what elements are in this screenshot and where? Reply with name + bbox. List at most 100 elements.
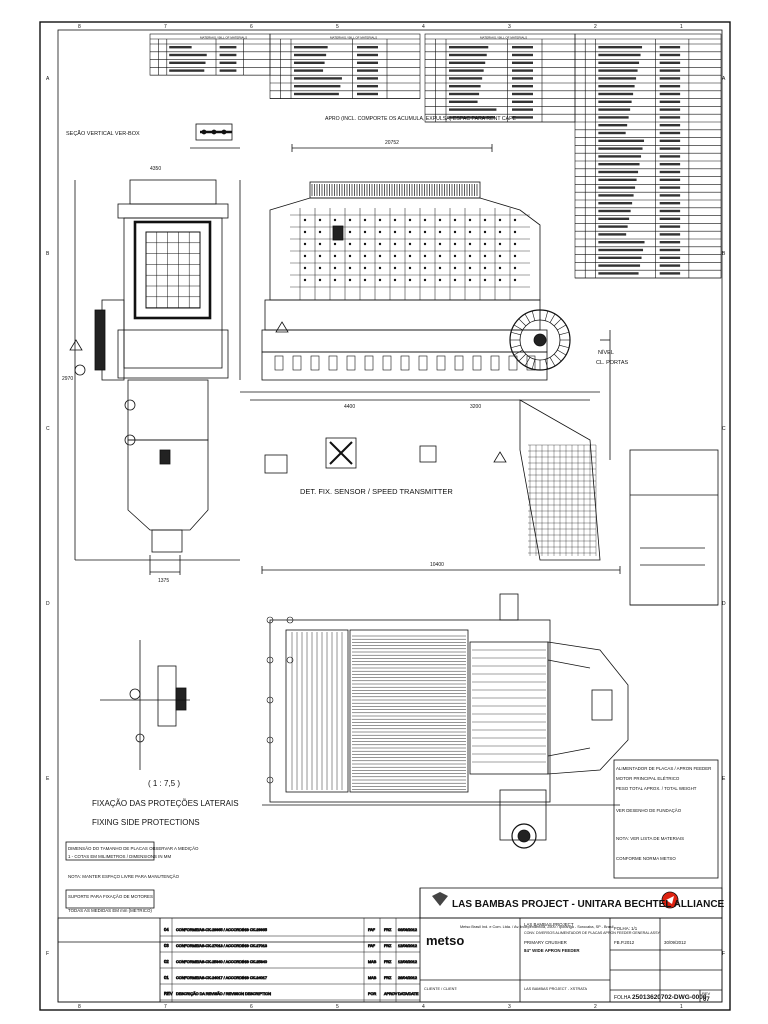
zone-bottom-1: 1	[680, 1004, 683, 1010]
dim-plan: 10400	[430, 562, 444, 568]
zone-right-D: D	[722, 601, 726, 607]
front-section-view	[69, 179, 241, 575]
zone-top-2: 2	[594, 24, 597, 30]
dim-h2: 3200	[470, 404, 481, 410]
rev-desc-1: CONFORME/AS-CK-27013 / ACCORDING CK-2701…	[176, 944, 267, 948]
zone-left-D: D	[46, 601, 50, 607]
dim-bottom: 1375	[158, 578, 169, 584]
rev-by-4: POR	[368, 992, 376, 996]
outer-border	[39, 21, 731, 1011]
bom-title-3: MATERIAIS / BILL OF MATERIALS	[480, 36, 527, 40]
rev-by-0: FAF	[368, 928, 376, 932]
drawing-number: 25013620702-DWG-0000	[632, 994, 707, 1001]
zone-left-A: A	[46, 76, 50, 82]
rev-chk-0: FRZ	[384, 928, 392, 932]
rev-chk-2: FRZ	[384, 960, 392, 964]
rev-desc-4: DESCRIÇÃO DA REVISÃO / REVISION DESCRIPT…	[176, 991, 271, 996]
zone-top-1: 1	[680, 24, 683, 30]
rev-by-3: MAB	[368, 976, 377, 980]
note-right-3: VER DESENHO DE FUNDAÇÃO	[616, 808, 682, 813]
rev-desc-0: CONFORME/AS-CK-29965 / ACCORDING CK-2996…	[176, 928, 267, 932]
bom-title-2: MATERIAIS / BILL OF MATERIALS	[330, 36, 377, 40]
note-right-2: PESO TOTAL APROX. / TOTAL WEIGHT	[616, 786, 697, 791]
note-right-4: NOTA: VER LISTA DE MATERIAIS	[616, 836, 684, 841]
sheet-label: FOLHA	[614, 995, 631, 1001]
zone-left-E: E	[46, 776, 50, 782]
zone-left-C: C	[46, 426, 50, 432]
dim-left: 2970	[62, 376, 73, 382]
zone-bottom-3: 3	[508, 1004, 511, 1010]
rev-label: REV	[702, 991, 711, 996]
zone-top-3: 3	[508, 24, 511, 30]
zone-top-8: 8	[78, 24, 81, 30]
rev-chk-3: FRZ	[384, 976, 392, 980]
cl-label: CL. PORTAS	[596, 360, 629, 366]
top-view-note: APRO (INCL. COMPORTE OS ACUMULA, EXPULSA…	[325, 116, 517, 122]
note-right-0: ALIMENTADOR DE PLACAS / APRON FEEDER	[616, 766, 711, 771]
client-label: CLIENTE / CLIENT:	[424, 987, 457, 991]
rev-by-2: MAB	[368, 960, 377, 964]
detail-label: DET. FIX. SENSOR / SPEED TRANSMITTER	[300, 487, 453, 496]
client-name: LAS BAMBAS PROJECT - XSTRATA	[524, 987, 588, 991]
zone-right-C: C	[722, 426, 726, 432]
note-left-2: NOTA: MANTER ESPAÇO LIVRE PARA MANUTENÇÃ…	[68, 874, 180, 879]
contract-name: LAS BAMBAS PROJECT	[524, 922, 574, 927]
note-left-1: 1 - COTAS EM MILIMETROS / DIMENSIONS IN …	[68, 854, 171, 859]
rev-chk-1: FRZ	[384, 944, 392, 948]
note-left-3: SUPORTE PARA FIXAÇÃO DE MOTORES	[68, 894, 153, 899]
rev-date-0: 06/09/2012	[398, 928, 417, 932]
zone-left-B: B	[46, 251, 50, 257]
note-left-0: DIMENSÃO DO TAMANHO DE PLACAS OBSERVAR A…	[68, 846, 199, 851]
rev-date-2: 12/06/2012	[398, 960, 417, 964]
rev-date-3: 26/04/2012	[398, 976, 417, 980]
company-logo: metso	[426, 933, 464, 948]
rev-num-2: 02	[164, 959, 169, 964]
side-protection-pt: FIXAÇÃO DAS PROTEÇÕES LATERAIS	[92, 799, 239, 808]
zone-right-F: F	[722, 951, 725, 957]
bom-title-1: MATERIAIS / BILL OF MATERIALS	[200, 36, 247, 40]
rev-num-4: REV	[164, 991, 173, 996]
zone-right-B: B	[722, 251, 726, 257]
general-notes	[65, 841, 155, 909]
zone-top-7: 7	[164, 24, 167, 30]
project-title: LAS BAMBAS PROJECT - UNITARA BECHTEL ALL…	[452, 899, 725, 910]
rev-num-3: 01	[164, 975, 169, 980]
rev-date-1: 12/08/2012	[398, 944, 417, 948]
scale-note: ( 1 : 7,5 )	[148, 779, 180, 788]
zone-top-4: 4	[422, 24, 425, 30]
rev-desc-3: CONFORME/AS-CK-24017 / ACCORDING CK-2401…	[176, 976, 267, 980]
title-block: 04 CONFORME/AS-CK-29965 / ACCORDING CK-29…	[57, 887, 723, 1003]
scale-value: FOLHA: 1/1	[614, 926, 638, 931]
zone-bottom-7: 7	[164, 1004, 167, 1010]
plan-view	[261, 566, 629, 849]
rev-by-1: FAF	[368, 944, 376, 948]
rev-num-0: 04	[164, 927, 169, 932]
zone-bottom-6: 6	[250, 1004, 253, 1010]
drawn-value: FB.P.2012	[614, 940, 635, 945]
zone-left-F: F	[46, 951, 49, 957]
note-right-5: CONFORME NORMA METSO	[616, 856, 676, 861]
zone-top-6: 6	[250, 24, 253, 30]
notes-frame	[613, 449, 719, 879]
nivel-label: NÍVEL	[598, 349, 614, 356]
side-protection-detail	[100, 640, 190, 770]
text-layer: APRO (INCL. COMPORTE OS ACUMULA, EXPULSA…	[62, 116, 725, 1003]
zone-bottom-4: 4	[422, 1004, 425, 1010]
bill-of-materials: MATERIAIS / BILL OF MATERIALS MATERIAIS /…	[149, 33, 722, 279]
dim-top: 20752	[385, 140, 399, 146]
zone-top-5: 5	[336, 24, 339, 30]
description-1: CONV. DIVERSOS ALIMENTADOR DE PLACAS APR…	[524, 931, 660, 935]
rev-chk-4: APROV	[384, 992, 398, 996]
company-address: Metso Brasil Ind. e Com. Ltda. / Av. Ind…	[460, 925, 614, 929]
side-protection-en: FIXING SIDE PROTECTIONS	[92, 818, 200, 827]
rev-date-4: DATA/DATE	[398, 992, 419, 996]
date-value: 30/09/2012	[664, 940, 687, 945]
description-3: 84" WIDE APRON FEEDER	[524, 948, 580, 953]
dim-h1: 4400	[344, 404, 355, 410]
rev-value: 07	[703, 997, 710, 1003]
zone-right-A: A	[722, 76, 726, 82]
zone-right-E: E	[722, 776, 726, 782]
